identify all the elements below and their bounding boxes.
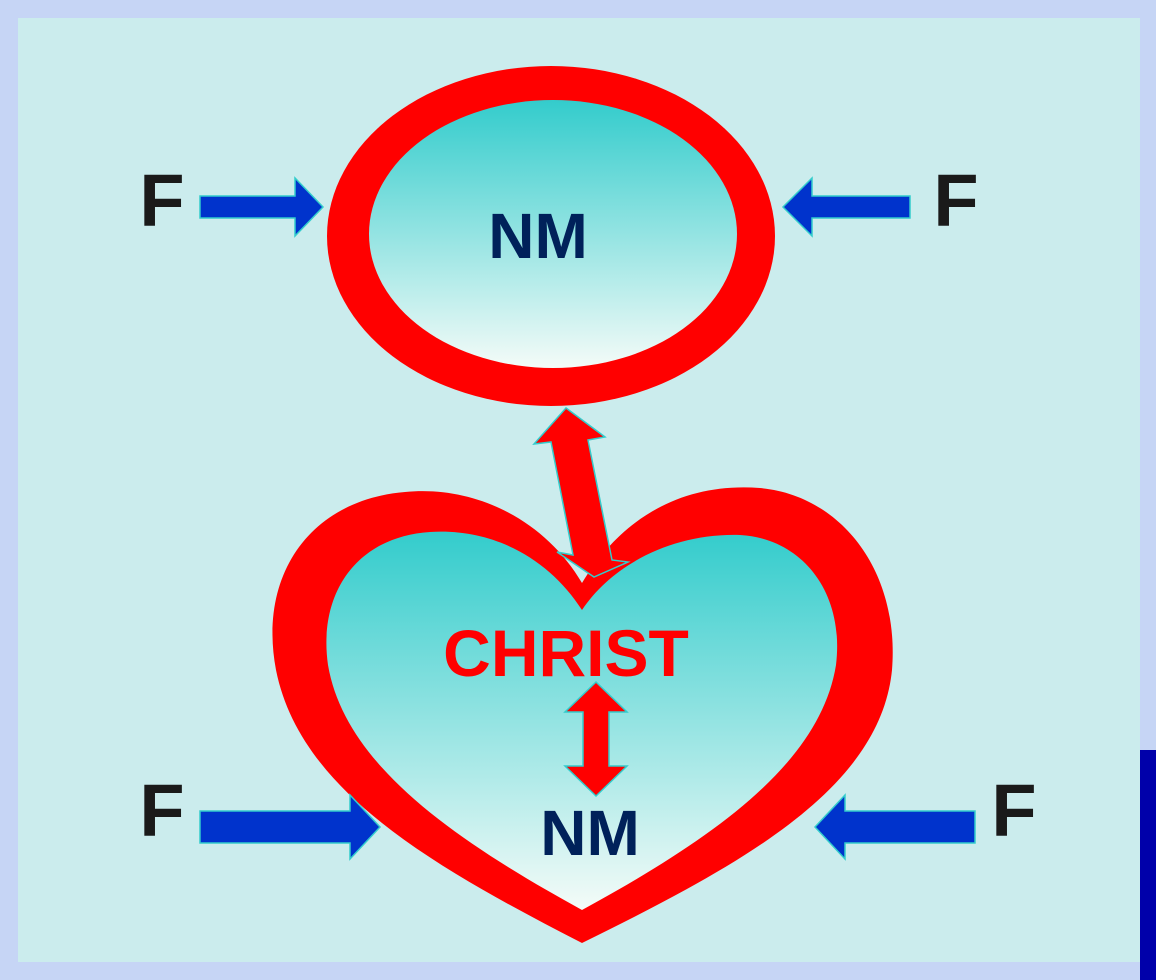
link-arrow-oval-heart: [532, 406, 631, 578]
force-label-top-left: F: [139, 159, 184, 242]
force-label-bottom-left: F: [139, 769, 184, 852]
force-arrow-bottom-right: [813, 793, 976, 861]
force-arrow-top-left: [199, 176, 325, 238]
heart-fill: [326, 531, 838, 910]
link-arrow-christ-nm: [563, 680, 629, 798]
top-oval-label: NM: [488, 200, 588, 272]
corner-bar: [1140, 750, 1156, 980]
force-label-bottom-right: F: [991, 769, 1036, 852]
top-oval-fill: [369, 100, 737, 368]
force-arrow-top-right: [781, 176, 911, 238]
heart-label-nm: NM: [540, 797, 640, 869]
force-arrow-bottom-left: [199, 793, 382, 861]
heart-label-christ: CHRIST: [443, 616, 689, 690]
top-oval: NM: [327, 66, 775, 406]
force-label-top-right: F: [933, 159, 978, 242]
